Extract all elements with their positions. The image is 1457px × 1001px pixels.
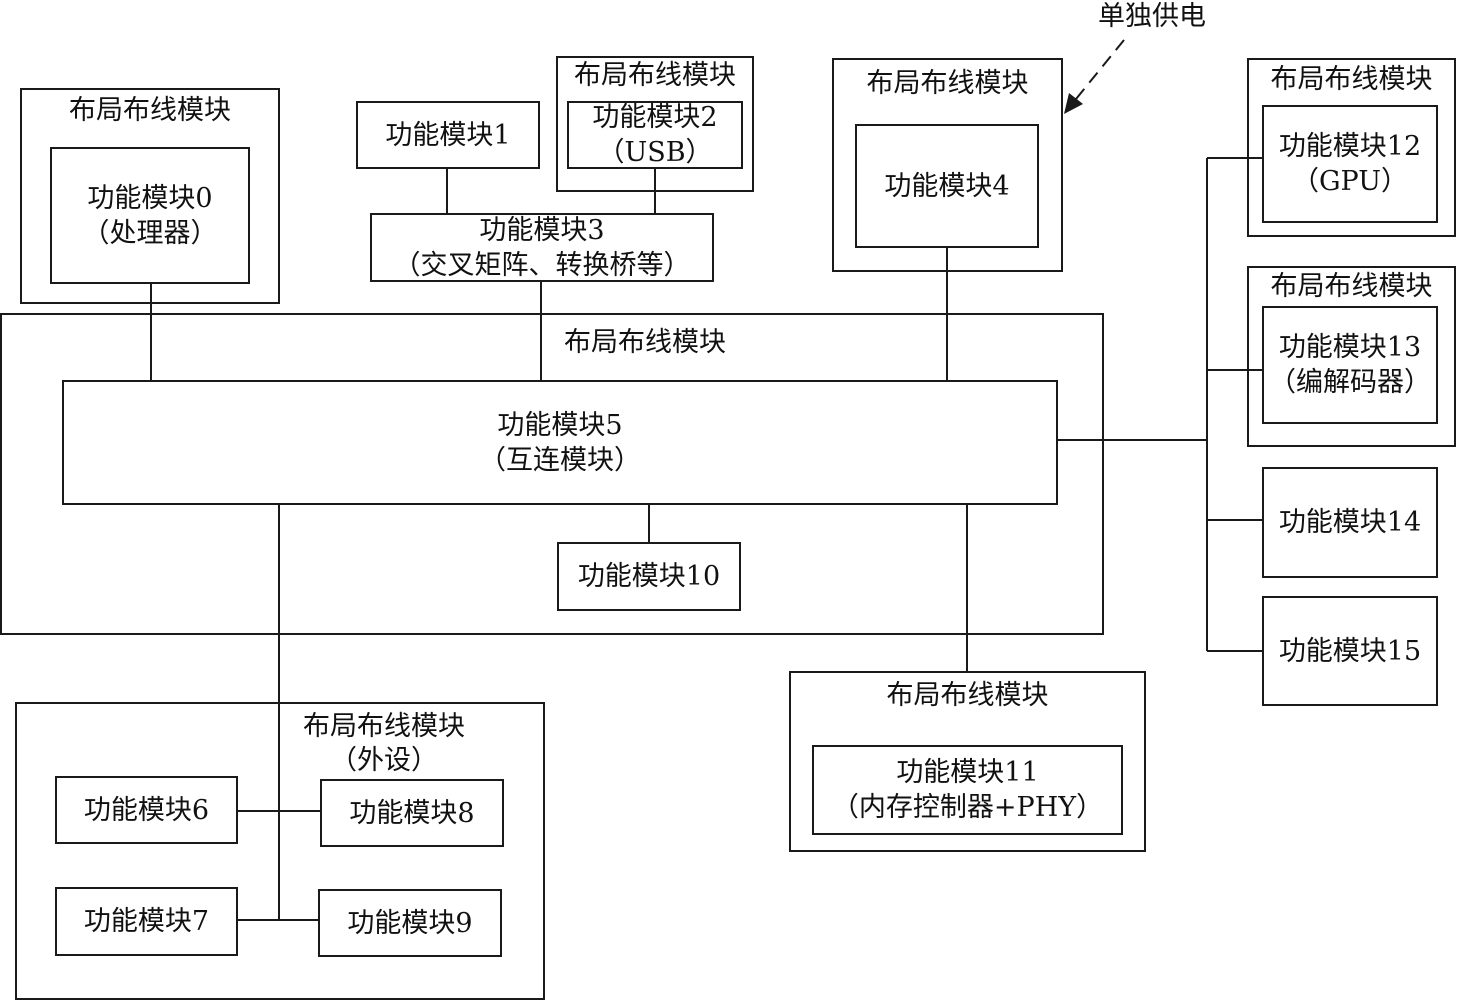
module-11[interactable]: 功能模块11 （内存控制器+PHY） [812, 745, 1123, 835]
power-arrow-line [1075, 39, 1125, 100]
peripheral-sub: （外设） [330, 745, 438, 776]
module-13[interactable]: 功能模块13 （编解码器） [1262, 306, 1438, 424]
module-4-name: 功能模块4 [884, 170, 1010, 202]
module-12[interactable]: 功能模块12 （GPU） [1262, 105, 1438, 223]
module-10[interactable]: 功能模块10 [557, 542, 741, 611]
module-8-name: 功能模块8 [349, 797, 475, 829]
layout-block-m0: 布局布线模块 [20, 88, 280, 304]
module-2[interactable]: 功能模块2 （USB） [567, 101, 743, 169]
layout-block-m11: 布局布线模块 [789, 671, 1146, 852]
layout-block-title: 布局布线模块 [866, 68, 1029, 99]
module-2-sub: （USB） [597, 137, 713, 168]
module-6[interactable]: 功能模块6 [55, 776, 238, 844]
module-13-sub: （编解码器） [1269, 367, 1431, 398]
module-5-name: 功能模块5 [497, 409, 623, 441]
module-1-name: 功能模块1 [385, 119, 511, 151]
separate-power-label: 单独供电 [1098, 1, 1206, 32]
module-8[interactable]: 功能模块8 [320, 779, 504, 847]
module-13-name: 功能模块13 [1278, 332, 1422, 363]
power-arrowhead [1064, 93, 1083, 114]
peripheral-title: 布局布线模块 [303, 711, 465, 742]
module-0-sub: （处理器） [82, 217, 218, 249]
module-0-name: 功能模块0 [87, 182, 213, 214]
layout-block-title: 布局布线模块 [574, 60, 736, 91]
module-15[interactable]: 功能模块15 [1262, 596, 1438, 706]
layout-block-m12: 布局布线模块 [1247, 58, 1456, 237]
layout-block-title: 布局布线模块 [1270, 271, 1433, 302]
module-12-name: 功能模块12 [1278, 131, 1422, 162]
layout-block-peripheral: 布局布线模块 （外设） [15, 702, 545, 1000]
layout-block-title: 布局布线模块 [886, 680, 1049, 711]
layout-block-m2: 布局布线模块 [556, 56, 754, 192]
module-4[interactable]: 功能模块4 [855, 124, 1039, 248]
module-11-sub: （内存控制器+PHY） [831, 792, 1104, 823]
layout-block-m4: 布局布线模块 [832, 58, 1063, 272]
module-11-name: 功能模块11 [896, 757, 1039, 788]
module-2-name: 功能模块2 [592, 102, 718, 133]
module-10-name: 功能模块10 [577, 561, 721, 592]
module-12-sub: （GPU） [1291, 166, 1408, 197]
module-14-name: 功能模块14 [1278, 507, 1422, 538]
module-5[interactable]: 功能模块5 （互连模块） [62, 380, 1058, 505]
module-3-name: 功能模块3 [479, 214, 605, 246]
module-7-name: 功能模块7 [83, 906, 210, 937]
layout-block-title: 布局布线模块 [564, 327, 726, 358]
module-3-sub: （交叉矩阵、转换桥等） [393, 249, 691, 281]
module-3[interactable]: 功能模块3 （交叉矩阵、转换桥等） [370, 213, 714, 282]
module-15-name: 功能模块15 [1278, 635, 1422, 667]
module-7[interactable]: 功能模块7 [55, 887, 238, 956]
module-9[interactable]: 功能模块9 [318, 889, 502, 957]
module-6-name: 功能模块6 [83, 794, 210, 826]
module-9-name: 功能模块9 [347, 907, 473, 939]
layout-block-main: 布局布线模块 [0, 313, 1104, 635]
layout-block-title: 布局布线模块 [1270, 64, 1433, 95]
module-14[interactable]: 功能模块14 [1262, 467, 1438, 578]
layout-block-m13: 布局布线模块 [1247, 266, 1456, 447]
module-1[interactable]: 功能模块1 [356, 101, 540, 169]
module-0[interactable]: 功能模块0 （处理器） [50, 147, 250, 284]
module-5-sub: （互连模块） [479, 444, 641, 476]
layout-block-title: 布局布线模块 [69, 95, 231, 126]
